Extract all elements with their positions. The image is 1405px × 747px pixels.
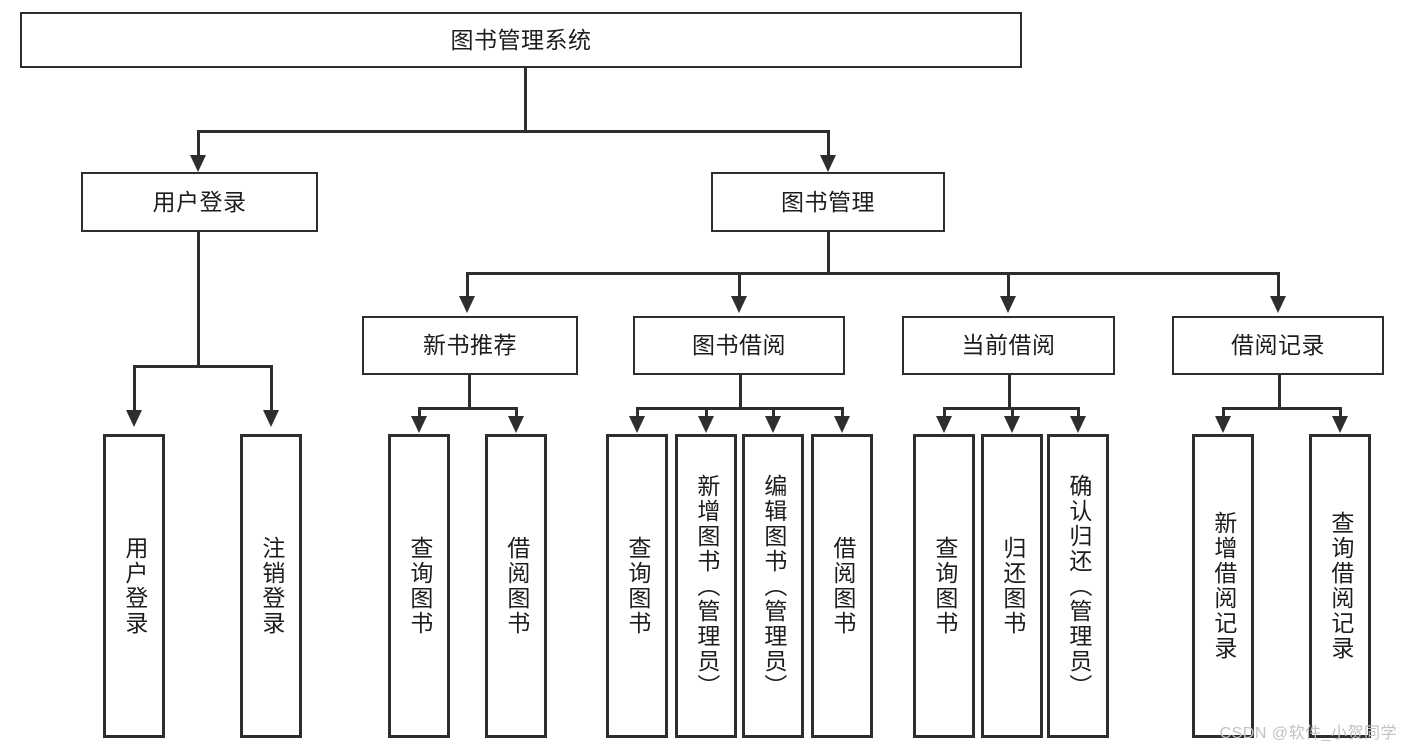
- edge-to-book-borrow: [738, 272, 741, 299]
- leaf-query-book-recommend[interactable]: 查询图书: [388, 434, 450, 738]
- leaf-query-borrow-record[interactable]: 查询借阅记录: [1309, 434, 1371, 738]
- arrowhead-leaf-borrow-book-1: [508, 416, 524, 433]
- leaf-add-book-admin[interactable]: 新增图书（管理员）: [675, 434, 737, 738]
- arrowhead-borrow-record: [1270, 296, 1286, 313]
- leaf-label: 查询图书: [624, 536, 651, 636]
- csdn-watermark: CSDN @软件_小贺同学: [1219, 725, 1397, 742]
- arrowhead-leaf-query-book-1: [411, 416, 427, 433]
- node-user-login[interactable]: 用户登录: [81, 172, 318, 232]
- edge-user-login-to-leaf-2: [270, 365, 273, 413]
- edge-borrow-record-bus: [1222, 407, 1342, 410]
- node-label: 图书管理: [781, 188, 875, 215]
- arrowhead-leaf-borrow-book-2: [834, 416, 850, 433]
- node-label: 借阅记录: [1231, 332, 1325, 359]
- node-book-management[interactable]: 图书管理: [711, 172, 945, 232]
- edge-root-to-book-manage: [827, 130, 830, 158]
- arrowhead-leaf-query-book-2: [629, 416, 645, 433]
- arrowhead-new-book: [459, 296, 475, 313]
- edge-to-current-borrow: [1007, 272, 1010, 299]
- leaf-confirm-return-admin[interactable]: 确认归还（管理员）: [1047, 434, 1109, 738]
- edge-book-borrow-to-leaf-1: [636, 407, 639, 419]
- node-label: 用户登录: [152, 188, 247, 215]
- node-root-library-system[interactable]: 图书管理系统: [20, 12, 1022, 68]
- node-new-book-recommend[interactable]: 新书推荐: [362, 316, 578, 375]
- node-current-borrow[interactable]: 当前借阅: [902, 316, 1115, 375]
- edge-root-bus: [197, 130, 829, 133]
- leaf-label: 归还图书: [999, 536, 1026, 636]
- edge-root-trunk: [524, 68, 527, 130]
- leaf-edit-book-admin[interactable]: 编辑图书（管理员）: [742, 434, 804, 738]
- edge-borrow-record-to-leaf-2: [1339, 407, 1342, 419]
- leaf-label: 新增借阅记录: [1210, 511, 1237, 661]
- edge-current-borrow-to-leaf-3: [1077, 407, 1080, 419]
- node-book-borrow[interactable]: 图书借阅: [633, 316, 845, 375]
- arrowhead-user-login: [190, 155, 206, 172]
- arrowhead-leaf-confirm-return: [1070, 416, 1086, 433]
- edge-to-borrow-record: [1277, 272, 1280, 299]
- edge-book-borrow-to-leaf-3: [772, 407, 775, 419]
- edge-new-book-to-leaf-2: [515, 407, 518, 419]
- leaf-logout-login[interactable]: 注销登录: [240, 434, 302, 738]
- leaf-label: 借阅图书: [503, 536, 530, 636]
- leaf-return-book[interactable]: 归还图书: [981, 434, 1043, 738]
- leaf-label: 借阅图书: [829, 536, 856, 636]
- arrowhead-leaf-return-book: [1004, 416, 1020, 433]
- edge-root-to-user-login: [197, 130, 200, 158]
- edge-current-borrow-trunk: [1008, 375, 1011, 407]
- arrowhead-leaf-edit-book: [765, 416, 781, 433]
- leaf-label: 编辑图书（管理员）: [760, 473, 787, 699]
- leaf-borrow-book-recommend[interactable]: 借阅图书: [485, 434, 547, 738]
- edge-new-book-trunk: [468, 375, 471, 407]
- node-label: 新书推荐: [423, 332, 517, 359]
- edge-user-login-trunk: [197, 232, 200, 365]
- edge-current-borrow-to-leaf-2: [1011, 407, 1014, 419]
- arrowhead-leaf-query-record: [1332, 416, 1348, 433]
- edge-book-manage-bus: [466, 272, 1277, 275]
- edge-book-manage-trunk: [827, 232, 830, 272]
- arrowhead-leaf-user-login: [126, 410, 142, 427]
- leaf-borrow-book[interactable]: 借阅图书: [811, 434, 873, 738]
- edge-to-new-book: [466, 272, 469, 299]
- arrowhead-book-borrow: [731, 296, 747, 313]
- leaf-label: 注销登录: [258, 536, 285, 636]
- leaf-label: 用户登录: [121, 536, 148, 636]
- edge-book-borrow-trunk: [739, 375, 742, 407]
- leaf-label: 查询借阅记录: [1327, 511, 1354, 661]
- node-label: 图书借阅: [692, 332, 786, 359]
- leaf-user-login[interactable]: 用户登录: [103, 434, 165, 738]
- leaf-query-book-current[interactable]: 查询图书: [913, 434, 975, 738]
- node-borrow-record[interactable]: 借阅记录: [1172, 316, 1384, 375]
- edge-book-borrow-bus: [636, 407, 843, 410]
- edge-user-login-bus: [133, 365, 273, 368]
- leaf-label: 确认归还（管理员）: [1065, 473, 1092, 699]
- edge-new-book-to-leaf-1: [418, 407, 421, 419]
- edge-borrow-record-trunk: [1278, 375, 1281, 407]
- leaf-query-book-borrow[interactable]: 查询图书: [606, 434, 668, 738]
- node-label: 当前借阅: [961, 332, 1056, 359]
- arrowhead-leaf-add-record: [1215, 416, 1231, 433]
- leaf-label: 新增图书（管理员）: [693, 473, 720, 699]
- leaf-label: 查询图书: [931, 536, 958, 636]
- arrowhead-leaf-add-book: [698, 416, 714, 433]
- edge-current-borrow-to-leaf-1: [943, 407, 946, 419]
- edge-book-borrow-to-leaf-4: [841, 407, 844, 419]
- edge-new-book-bus: [418, 407, 518, 410]
- node-label: 图书管理系统: [450, 26, 592, 53]
- leaf-add-borrow-record[interactable]: 新增借阅记录: [1192, 434, 1254, 738]
- arrowhead-current-borrow: [1000, 296, 1016, 313]
- edge-current-borrow-bus: [943, 407, 1078, 410]
- edge-book-borrow-to-leaf-2: [705, 407, 708, 419]
- arrowhead-book-manage: [820, 155, 836, 172]
- arrowhead-leaf-query-book-3: [936, 416, 952, 433]
- edge-user-login-to-leaf-1: [133, 365, 136, 413]
- edge-borrow-record-to-leaf-1: [1222, 407, 1225, 419]
- leaf-label: 查询图书: [406, 536, 433, 636]
- arrowhead-leaf-logout: [263, 410, 279, 427]
